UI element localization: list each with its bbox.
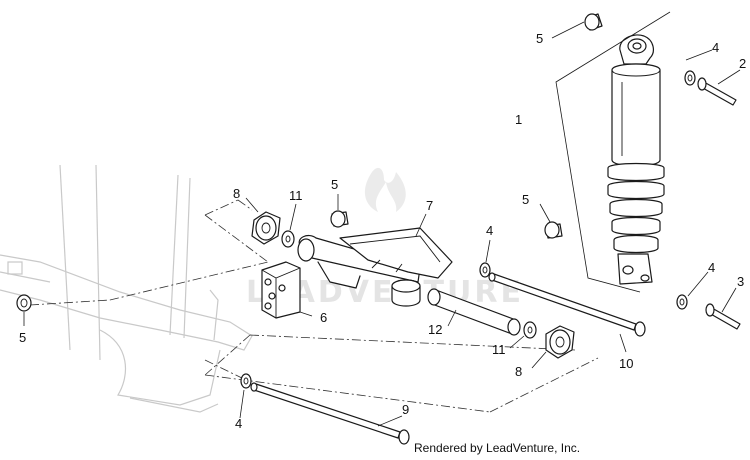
sleeve-12 xyxy=(427,288,521,336)
callout-8-right: 8 xyxy=(515,364,522,379)
callout-6: 6 xyxy=(320,310,327,325)
callout-8-left: 8 xyxy=(233,186,240,201)
bolt-2 xyxy=(697,77,737,106)
callout-3: 3 xyxy=(737,274,744,289)
spacer-washer-11 xyxy=(281,230,537,339)
vehicle-frame xyxy=(0,164,253,413)
callout-12: 12 xyxy=(428,322,442,337)
callout-5-center: 5 xyxy=(331,177,338,192)
callout-labels: 1 2 3 4 4 4 4 5 5 5 5 6 7 8 8 9 10 11 11… xyxy=(19,31,746,431)
render-credit: Rendered by LeadVenture, Inc. xyxy=(414,441,580,455)
callout-11-left: 11 xyxy=(289,188,303,203)
callout-2: 2 xyxy=(739,56,746,71)
callout-9: 9 xyxy=(402,402,409,417)
callout-1: 1 xyxy=(515,112,522,127)
callout-5-left: 5 xyxy=(19,330,26,345)
leader-lines xyxy=(23,21,741,427)
bolt-3 xyxy=(705,303,741,330)
callout-4-lower-right: 4 xyxy=(708,260,715,275)
callout-4-bottom: 4 xyxy=(235,416,242,431)
bushing-8 xyxy=(251,211,575,359)
callout-4-top: 4 xyxy=(712,40,719,55)
callout-5-right: 5 xyxy=(522,192,529,207)
washer-4 xyxy=(240,70,696,389)
assembly-guide-lines xyxy=(29,199,599,413)
callout-11-right: 11 xyxy=(492,342,506,357)
rubber-mount-6 xyxy=(261,261,301,319)
callout-4-center: 4 xyxy=(486,223,493,238)
callout-7: 7 xyxy=(426,198,433,213)
shock-absorber xyxy=(607,34,665,285)
bushing-5 xyxy=(16,13,603,312)
callout-5-top: 5 xyxy=(536,31,543,46)
bracket-1 xyxy=(555,11,671,293)
bolt-10 xyxy=(488,272,646,337)
bolt-9 xyxy=(250,382,410,445)
callout-10: 10 xyxy=(619,356,633,371)
